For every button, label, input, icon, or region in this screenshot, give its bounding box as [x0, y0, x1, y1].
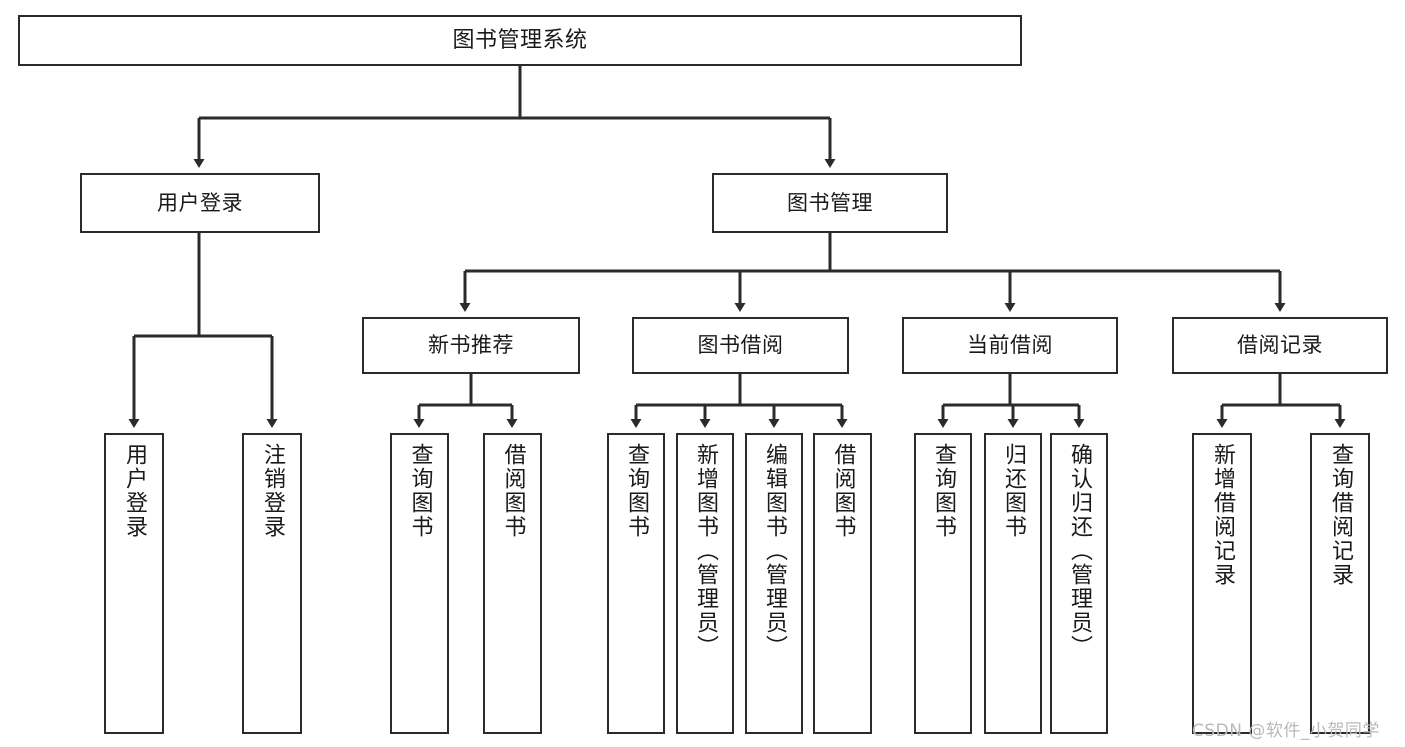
node-new-book-recommend[interactable]: 新书推荐: [362, 317, 580, 374]
leaf-current-return-book[interactable]: 归还图书: [984, 433, 1042, 734]
leaf-record-add-record[interactable]: 新增借阅记录: [1192, 433, 1252, 734]
node-borrow-record-label: 借阅记录: [1237, 333, 1323, 358]
leaf-record-query-record-label: 查询借阅记录: [1328, 443, 1353, 587]
leaf-recommend-borrow-book-label: 借阅图书: [500, 443, 526, 539]
node-current-borrow[interactable]: 当前借阅: [902, 317, 1118, 374]
leaf-user-login-login[interactable]: 用户登录: [104, 433, 164, 734]
leaf-borrow-edit-book[interactable]: 编辑图书（管理员）: [745, 433, 803, 734]
leaf-record-add-record-label: 新增借阅记录: [1210, 443, 1235, 587]
leaf-current-query-book-label: 查询图书: [931, 443, 956, 539]
node-book-management-label: 图书管理: [787, 190, 873, 215]
watermark: CSDN @软件_小贺同学: [1192, 721, 1380, 741]
leaf-current-confirm-return-label: 确认归还（管理员）: [1067, 443, 1092, 659]
node-book-management[interactable]: 图书管理: [712, 173, 948, 233]
node-root[interactable]: 图书管理系统: [18, 15, 1022, 66]
leaf-current-return-book-label: 归还图书: [1001, 443, 1026, 539]
node-user-login-label: 用户登录: [157, 190, 243, 215]
node-borrow-record[interactable]: 借阅记录: [1172, 317, 1388, 374]
node-new-book-recommend-label: 新书推荐: [428, 333, 514, 358]
leaf-recommend-query-book-label: 查询图书: [407, 443, 433, 539]
leaf-borrow-borrow-book[interactable]: 借阅图书: [813, 433, 872, 734]
node-root-label: 图书管理系统: [452, 27, 588, 53]
leaf-borrow-borrow-book-label: 借阅图书: [830, 443, 856, 539]
node-book-borrow-label: 图书借阅: [697, 333, 784, 358]
leaf-user-login-logout[interactable]: 注销登录: [242, 433, 302, 734]
leaf-borrow-add-book[interactable]: 新增图书（管理员）: [676, 433, 734, 734]
leaf-borrow-add-book-label: 新增图书（管理员）: [693, 443, 718, 659]
leaf-current-query-book[interactable]: 查询图书: [914, 433, 972, 734]
leaf-borrow-query-book-label: 查询图书: [624, 443, 649, 539]
node-user-login[interactable]: 用户登录: [80, 173, 320, 233]
leaf-current-confirm-return[interactable]: 确认归还（管理员）: [1050, 433, 1108, 734]
leaf-record-query-record[interactable]: 查询借阅记录: [1310, 433, 1370, 734]
leaf-user-login-login-label: 用户登录: [122, 443, 147, 539]
leaf-user-login-logout-label: 注销登录: [260, 443, 285, 539]
leaf-borrow-edit-book-label: 编辑图书（管理员）: [762, 443, 787, 659]
node-current-borrow-label: 当前借阅: [967, 333, 1053, 358]
leaf-borrow-query-book[interactable]: 查询图书: [607, 433, 665, 734]
node-book-borrow[interactable]: 图书借阅: [632, 317, 849, 374]
leaf-recommend-query-book[interactable]: 查询图书: [390, 433, 449, 734]
leaf-recommend-borrow-book[interactable]: 借阅图书: [483, 433, 542, 734]
